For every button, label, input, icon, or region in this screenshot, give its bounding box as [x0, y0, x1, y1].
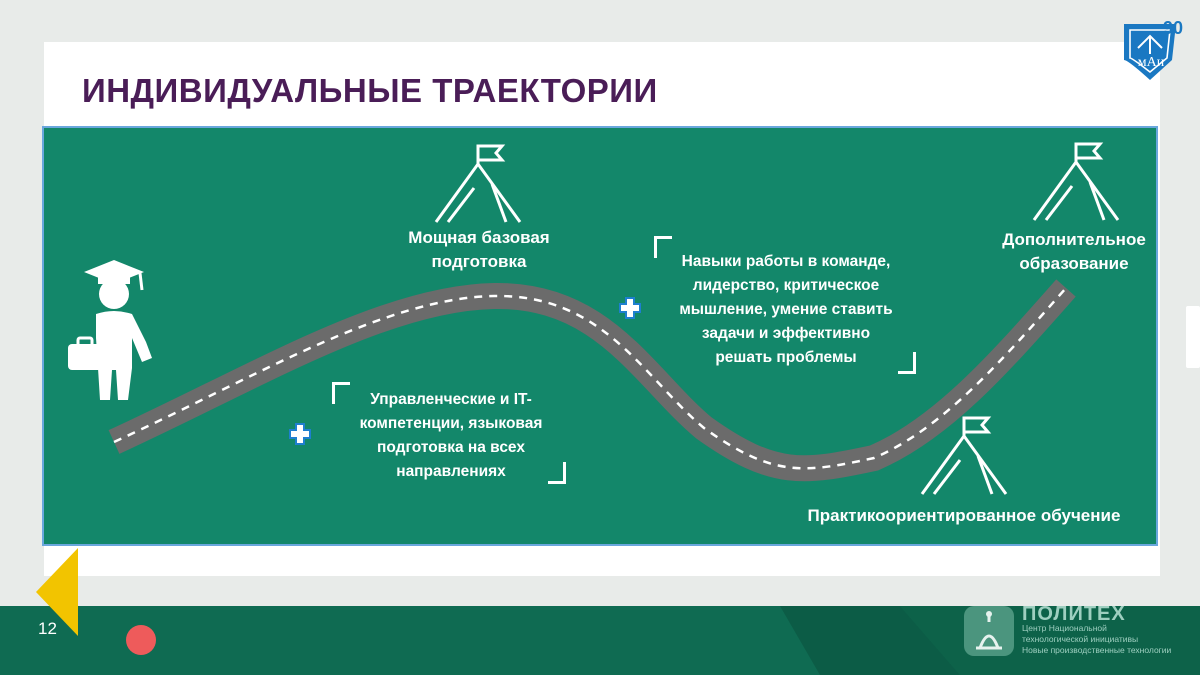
brand-line: Новые производственные технологии	[1022, 645, 1172, 655]
mountain-flag-icon	[1032, 142, 1120, 221]
yellow-triangle-accent	[36, 548, 78, 636]
red-dot-accent	[126, 625, 156, 655]
plus-icon	[289, 423, 311, 445]
mai-logo: мАи 90	[1124, 18, 1183, 80]
mountain-flag-icon	[920, 416, 1008, 495]
trajectory-panel: Мощная базовая подготовка Дополнительное…	[42, 126, 1158, 546]
plus-icon	[619, 297, 641, 319]
milestone-base-training-line2: подготовка	[431, 252, 527, 271]
milestone-extra-education-line1: Дополнительное	[1002, 230, 1146, 249]
milestone-extra-education: Дополнительное образование	[986, 228, 1162, 276]
brand-name: ПОЛИТЕХ	[1022, 603, 1126, 625]
logo-shield-border	[1129, 29, 1171, 74]
road-graphic	[108, 279, 1076, 482]
skills-soft-line: задачи и эффективно	[701, 325, 871, 342]
brand-line: технологической инициативы	[1022, 634, 1139, 644]
skills-soft-line: лидерство, критическое	[692, 277, 880, 294]
student-graduate-icon	[68, 260, 152, 400]
skills-management-line: направлениях	[396, 463, 506, 480]
skills-soft-line: мышление, умение ставить	[679, 301, 893, 318]
page-number: 12	[38, 619, 57, 638]
skills-management: Управленческие и IT- компетенции, языков…	[336, 388, 566, 484]
logo-plane-mark	[1137, 34, 1163, 54]
skills-management-line: подготовка на всех	[377, 439, 525, 456]
politech-logo-icon	[964, 606, 1014, 656]
side-tab[interactable]	[1186, 306, 1200, 368]
bracket-top-left	[332, 382, 350, 404]
skills-management-line: Управленческие и IT-	[370, 391, 532, 408]
bracket-bottom-right	[898, 352, 916, 374]
mountain-flag-icon	[434, 144, 522, 223]
milestone-base-training: Мощная базовая подготовка	[384, 226, 574, 274]
milestone-practice: Практикоориентированное обучение	[807, 506, 1121, 525]
skills-soft-line: решать проблемы	[715, 349, 857, 366]
logo-text: мАи	[1138, 55, 1165, 70]
bracket-bottom-right	[548, 462, 566, 484]
milestone-extra-education-line2: образование	[1019, 254, 1129, 273]
milestone-base-training-line1: Мощная базовая	[408, 228, 550, 247]
brand-line: Центр Национальной	[1022, 623, 1107, 633]
skills-soft: Навыки работы в команде, лидерство, крит…	[656, 250, 916, 370]
footer-decoration	[780, 606, 1200, 675]
footer-bar	[0, 606, 1200, 675]
bracket-top-left	[654, 236, 672, 258]
road-center-line	[113, 287, 1067, 470]
logo-anniversary: 90	[1163, 18, 1183, 38]
skills-management-line: компетенции, языковая	[359, 415, 543, 432]
page-title: ИНДИВИДУАЛЬНЫЕ ТРАЕКТОРИИ	[82, 72, 658, 109]
skills-soft-line: Навыки работы в команде,	[681, 253, 891, 270]
